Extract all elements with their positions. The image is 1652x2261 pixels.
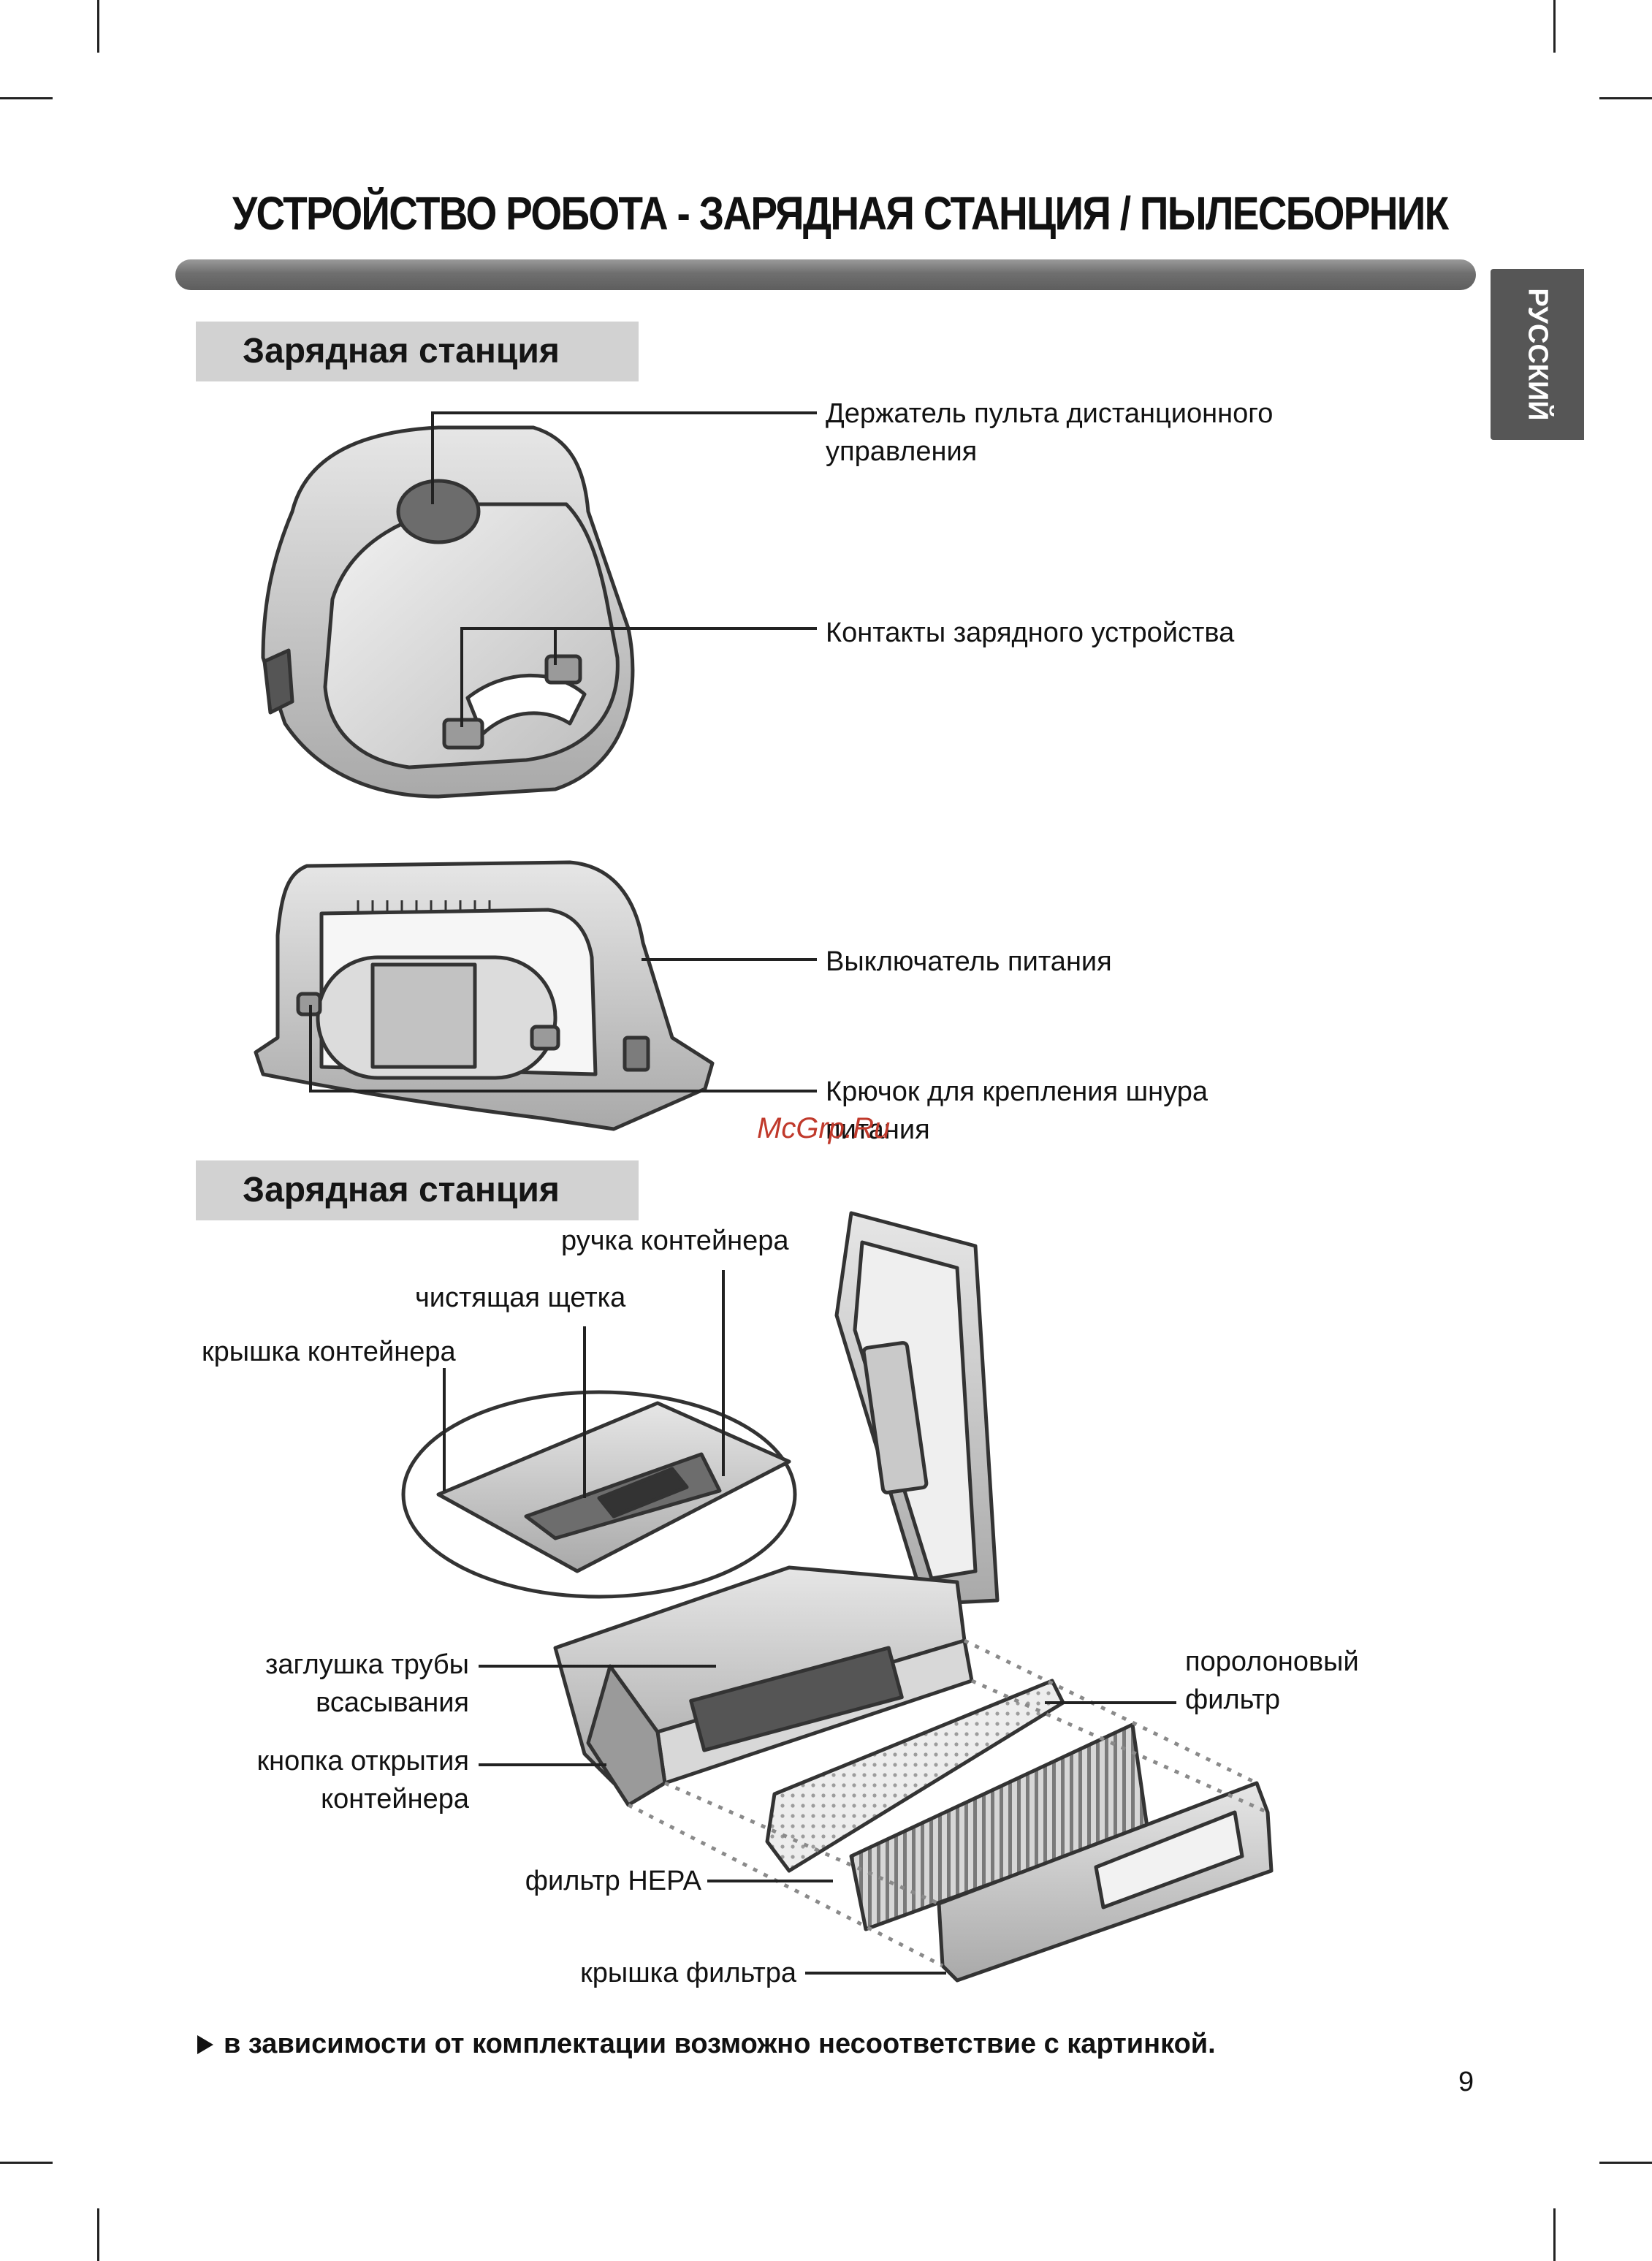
label-foam-filter: поролоновый фильтр: [1185, 1643, 1359, 1719]
label-hepa-filter: фильтр HEPA: [525, 1866, 701, 1896]
crop-mark: [97, 0, 99, 53]
label-foam-filter-line2: фильтр: [1185, 1684, 1281, 1715]
crop-mark: [1553, 0, 1556, 53]
crop-mark: [1553, 2208, 1556, 2261]
label-power-switch: Выключатель питания: [826, 946, 1112, 977]
charging-station-front-illustration: [261, 425, 635, 799]
label-remote-holder: Держатель пульта дистанционного управлен…: [826, 395, 1273, 471]
crop-mark: [1599, 97, 1652, 99]
crop-mark: [1599, 2162, 1652, 2164]
section-heading-charging-station: Зарядная станция: [196, 322, 639, 381]
label-suction-plug-line2: всасывания: [316, 1687, 469, 1718]
label-cord-hook-line2: питания: [826, 1114, 930, 1145]
crop-mark: [0, 97, 53, 99]
label-filter-cover: крышка фильтра: [580, 1958, 796, 1988]
charging-station-back-illustration: [254, 860, 715, 1131]
footnote-text: в зависимости от комплектации возможно н…: [224, 2029, 1216, 2059]
footnote: в зависимости от комплектации возможно н…: [197, 2029, 1216, 2060]
section-heading-dust-bin: Зарядная станция: [196, 1160, 639, 1220]
page-title: УСТРОЙСТВО РОБОТА - ЗАРЯДНАЯ СТАНЦИЯ / П…: [232, 187, 1449, 240]
label-container-lid: крышка контейнера: [202, 1337, 456, 1367]
crop-mark: [97, 2208, 99, 2261]
label-open-button-line2: контейнера: [321, 1784, 469, 1814]
label-charger-contacts: Контакты зарядного устройства: [826, 618, 1235, 648]
label-open-button-line1: кнопка открытия: [256, 1746, 469, 1776]
title-rule-bar: [175, 259, 1476, 290]
crop-mark: [0, 2162, 53, 2164]
label-remote-holder-line1: Держатель пульта дистанционного: [826, 398, 1274, 429]
page-number: 9: [1458, 2067, 1474, 2097]
label-suction-plug: заглушка трубы всасывания: [197, 1646, 469, 1722]
label-cord-hook-line1: Крючок для крепления шнура: [826, 1076, 1208, 1107]
language-tab: РУССКИЙ: [1491, 269, 1584, 440]
label-container-handle: ручка контейнера: [561, 1226, 789, 1256]
label-open-button: кнопка открытия контейнера: [197, 1742, 469, 1818]
label-remote-holder-line2: управления: [826, 436, 978, 467]
label-suction-plug-line1: заглушка трубы: [264, 1649, 469, 1680]
label-foam-filter-line1: поролоновый: [1185, 1646, 1359, 1677]
label-cord-hook: Крючок для крепления шнура питания: [826, 1073, 1208, 1149]
watermark: McGrp.Ru: [757, 1112, 891, 1144]
label-cleaning-brush: чистящая щетка: [415, 1282, 626, 1313]
triangle-bullet-icon: [197, 2035, 213, 2054]
dust-bin-illustration: [401, 1211, 1274, 1983]
leader-lines: [309, 411, 1176, 1975]
